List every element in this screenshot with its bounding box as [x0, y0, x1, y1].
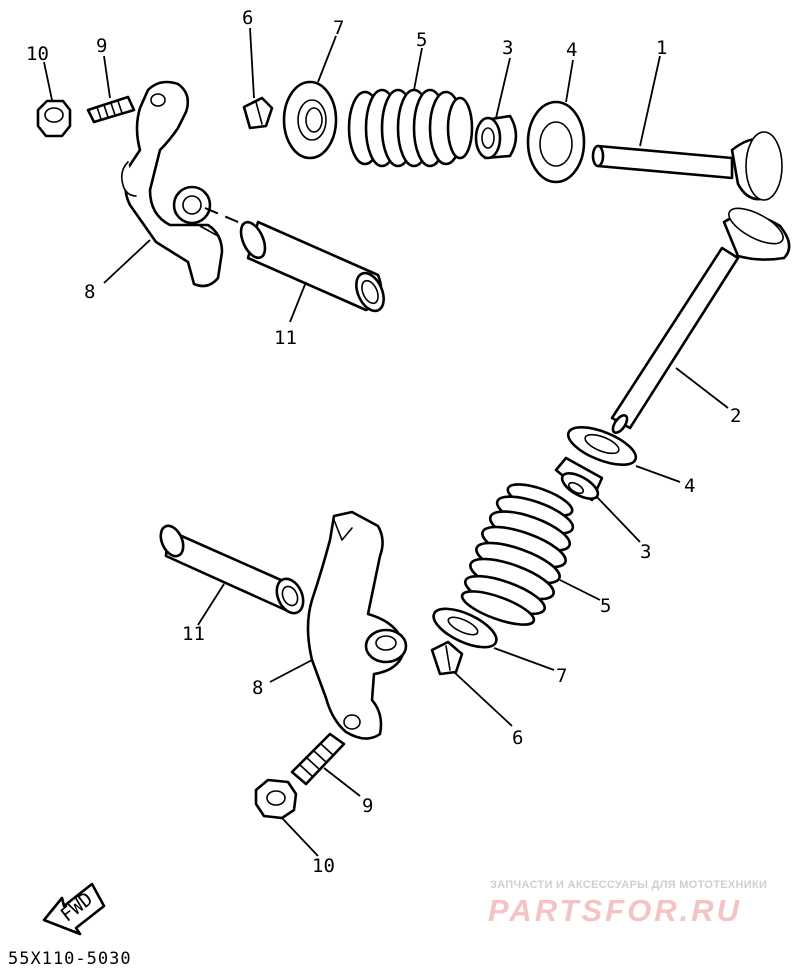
- callout-1: 1: [656, 37, 667, 59]
- callout-9-upper: 9: [96, 35, 107, 57]
- valve-part-2: [610, 207, 791, 434]
- cotter-part-6-upper: [242, 96, 274, 130]
- screw-part-9-lower: [290, 732, 346, 786]
- washer-part-4-lower: [566, 425, 638, 467]
- callout-7-upper: 7: [333, 17, 344, 39]
- callout-3-upper: 3: [502, 37, 513, 59]
- rocker-arm-part-8-lower: [306, 510, 408, 740]
- callout-8-lower: 8: [252, 677, 263, 699]
- fwd-arrow-icon: [42, 882, 106, 936]
- spring-part-5-lower: [460, 483, 575, 626]
- screw-part-9-upper: [86, 95, 136, 124]
- axis-line-upper: [204, 207, 246, 226]
- callout-10-lower: 10: [312, 855, 335, 877]
- callout-4-lower: 4: [684, 475, 695, 497]
- retainer-part-7-lower: [432, 607, 498, 649]
- callout-9-lower: 9: [362, 795, 373, 817]
- nut-part-10-lower: [254, 778, 298, 820]
- callout-6-lower: 6: [512, 727, 523, 749]
- callout-8-upper: 8: [84, 281, 95, 303]
- callout-4-upper: 4: [566, 39, 577, 61]
- valve-part-1: [591, 131, 783, 201]
- seal-part-3-lower: [554, 456, 604, 502]
- callout-7-lower: 7: [556, 665, 567, 687]
- washer-part-4-upper: [526, 100, 586, 184]
- callout-5-upper: 5: [416, 29, 427, 51]
- callout-10-upper: 10: [26, 43, 49, 65]
- spring-part-5-upper: [347, 88, 474, 168]
- shaft-part-11-upper: [239, 220, 385, 313]
- seal-part-3-upper: [474, 114, 518, 160]
- watermark-logo: PARTSFOR.RU: [488, 893, 743, 928]
- callout-11-lower: 11: [182, 623, 205, 645]
- callout-2: 2: [730, 405, 741, 427]
- shaft-part-11-lower: [159, 524, 305, 615]
- rocker-arm-part-8-upper: [120, 80, 224, 288]
- cotter-part-6-lower: [430, 640, 464, 676]
- watermark-caption: ЗАПЧАСТИ И АКСЕССУАРЫ ДЛЯ МОТОТЕХНИКИ: [490, 879, 768, 891]
- diagram-code: 55X110-5030: [8, 949, 132, 969]
- callout-5-lower: 5: [600, 595, 611, 617]
- callout-11-upper: 11: [274, 327, 297, 349]
- nut-part-10-upper: [36, 99, 72, 138]
- callout-3-lower: 3: [640, 541, 651, 563]
- leader-lines: [43, 27, 729, 857]
- callout-6-upper: 6: [242, 7, 253, 29]
- retainer-part-7-upper: [282, 80, 338, 160]
